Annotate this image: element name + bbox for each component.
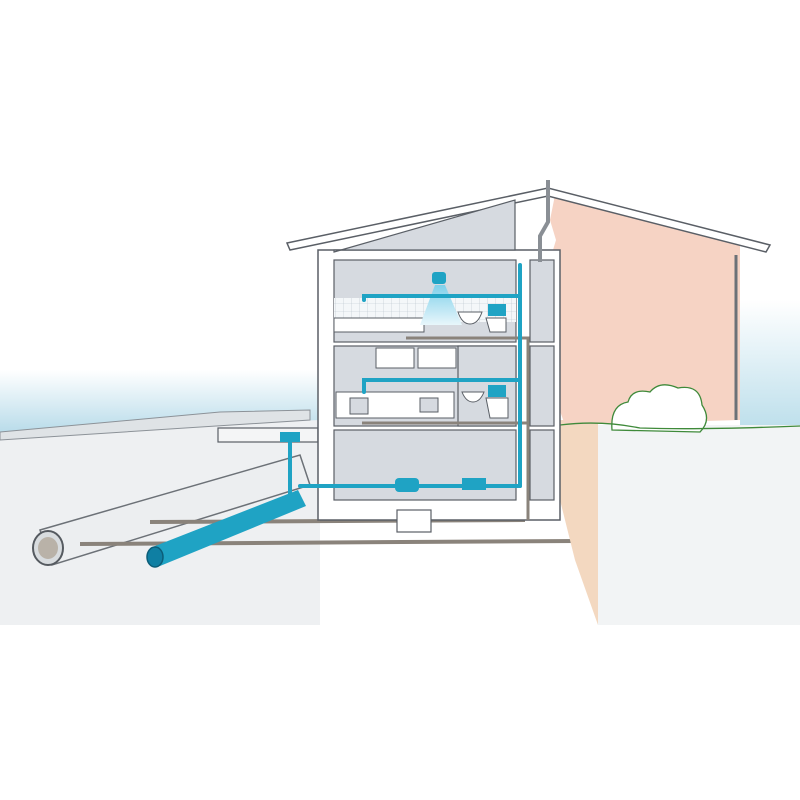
water-meter [395, 478, 419, 492]
shower-spray [420, 285, 462, 325]
lawn-edge [559, 422, 800, 430]
attic [333, 199, 516, 253]
lower-sink [461, 391, 485, 403]
sidewalk-slab [217, 427, 319, 443]
upper-sink [457, 311, 483, 325]
kitchen-cabinets [335, 347, 457, 419]
lower-branch [362, 378, 522, 394]
upper-toilet [485, 317, 507, 333]
basement [333, 429, 517, 501]
water-main [146, 490, 306, 568]
sky-right [740, 300, 800, 425]
ground-right [560, 425, 800, 625]
filter-unit [462, 478, 486, 490]
fixtures [457, 311, 509, 419]
right-column-mid [529, 345, 555, 427]
right-column-low [529, 429, 555, 501]
soil-cut [555, 420, 598, 625]
inspection-chamber [396, 509, 432, 533]
right-column-upper [529, 259, 555, 343]
rooms [333, 199, 555, 501]
bathtub [333, 317, 425, 333]
vent-stack [538, 180, 550, 262]
upper-cistern [488, 304, 506, 316]
shower-head [432, 272, 446, 284]
lower-cistern [488, 385, 506, 397]
floor-drains [362, 336, 530, 520]
lower-toilet [485, 397, 509, 419]
upper-branch [362, 294, 522, 302]
sewer-main [32, 454, 311, 566]
street-slab [0, 409, 311, 441]
house-facade [550, 195, 740, 425]
stop-valve-box [280, 432, 300, 442]
bushes [611, 384, 708, 433]
